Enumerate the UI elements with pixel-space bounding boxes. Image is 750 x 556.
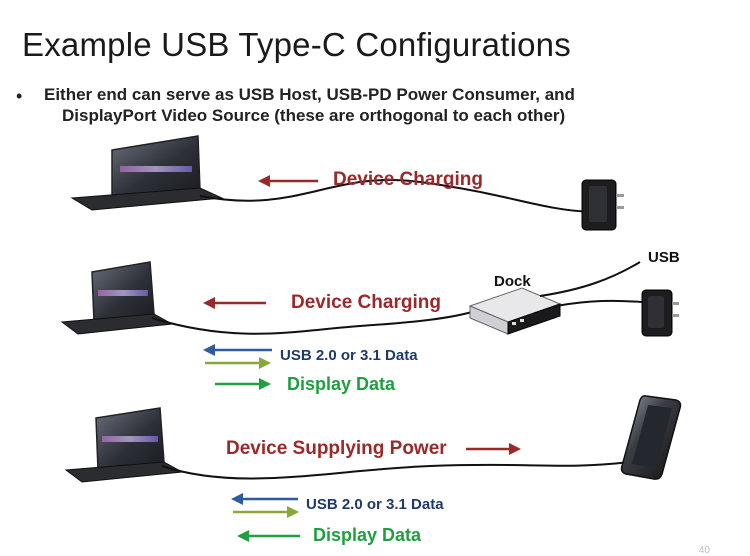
device-charging-label-row1: Device Charging bbox=[333, 169, 483, 191]
power-arrow-row3 bbox=[466, 443, 521, 455]
usb-label: USB bbox=[648, 249, 680, 266]
display-data-arrow-row2 bbox=[215, 378, 271, 390]
laptop-icon bbox=[62, 262, 172, 334]
charging-arrow-row1 bbox=[258, 175, 318, 187]
cable-dock-power bbox=[556, 301, 642, 306]
laptop-icon bbox=[72, 136, 222, 210]
device-charging-label-row2: Device Charging bbox=[291, 292, 441, 314]
cable-row3 bbox=[162, 462, 630, 478]
display-data-label-row2: Display Data bbox=[287, 374, 395, 395]
smartphone-icon bbox=[622, 396, 681, 479]
display-data-arrow-row3 bbox=[237, 530, 300, 542]
cable-row2 bbox=[152, 312, 472, 334]
cable-dock-usb bbox=[540, 262, 640, 296]
usb-data-label-row2: USB 2.0 or 3.1 Data bbox=[280, 347, 418, 364]
usb-data-label-row3: USB 2.0 or 3.1 Data bbox=[306, 496, 444, 513]
laptop-icon bbox=[66, 408, 182, 482]
dock-label: Dock bbox=[494, 273, 531, 290]
device-supplying-power-label: Device Supplying Power bbox=[226, 438, 447, 460]
page-number: 40 bbox=[699, 545, 710, 556]
power-adapter-icon bbox=[642, 290, 679, 336]
usb-data-arrow-row2 bbox=[203, 344, 272, 369]
usb-data-arrow-row3 bbox=[231, 493, 299, 518]
power-adapter-icon bbox=[582, 180, 624, 230]
display-data-label-row3: Display Data bbox=[313, 525, 421, 546]
charging-arrow-row2 bbox=[203, 297, 266, 309]
